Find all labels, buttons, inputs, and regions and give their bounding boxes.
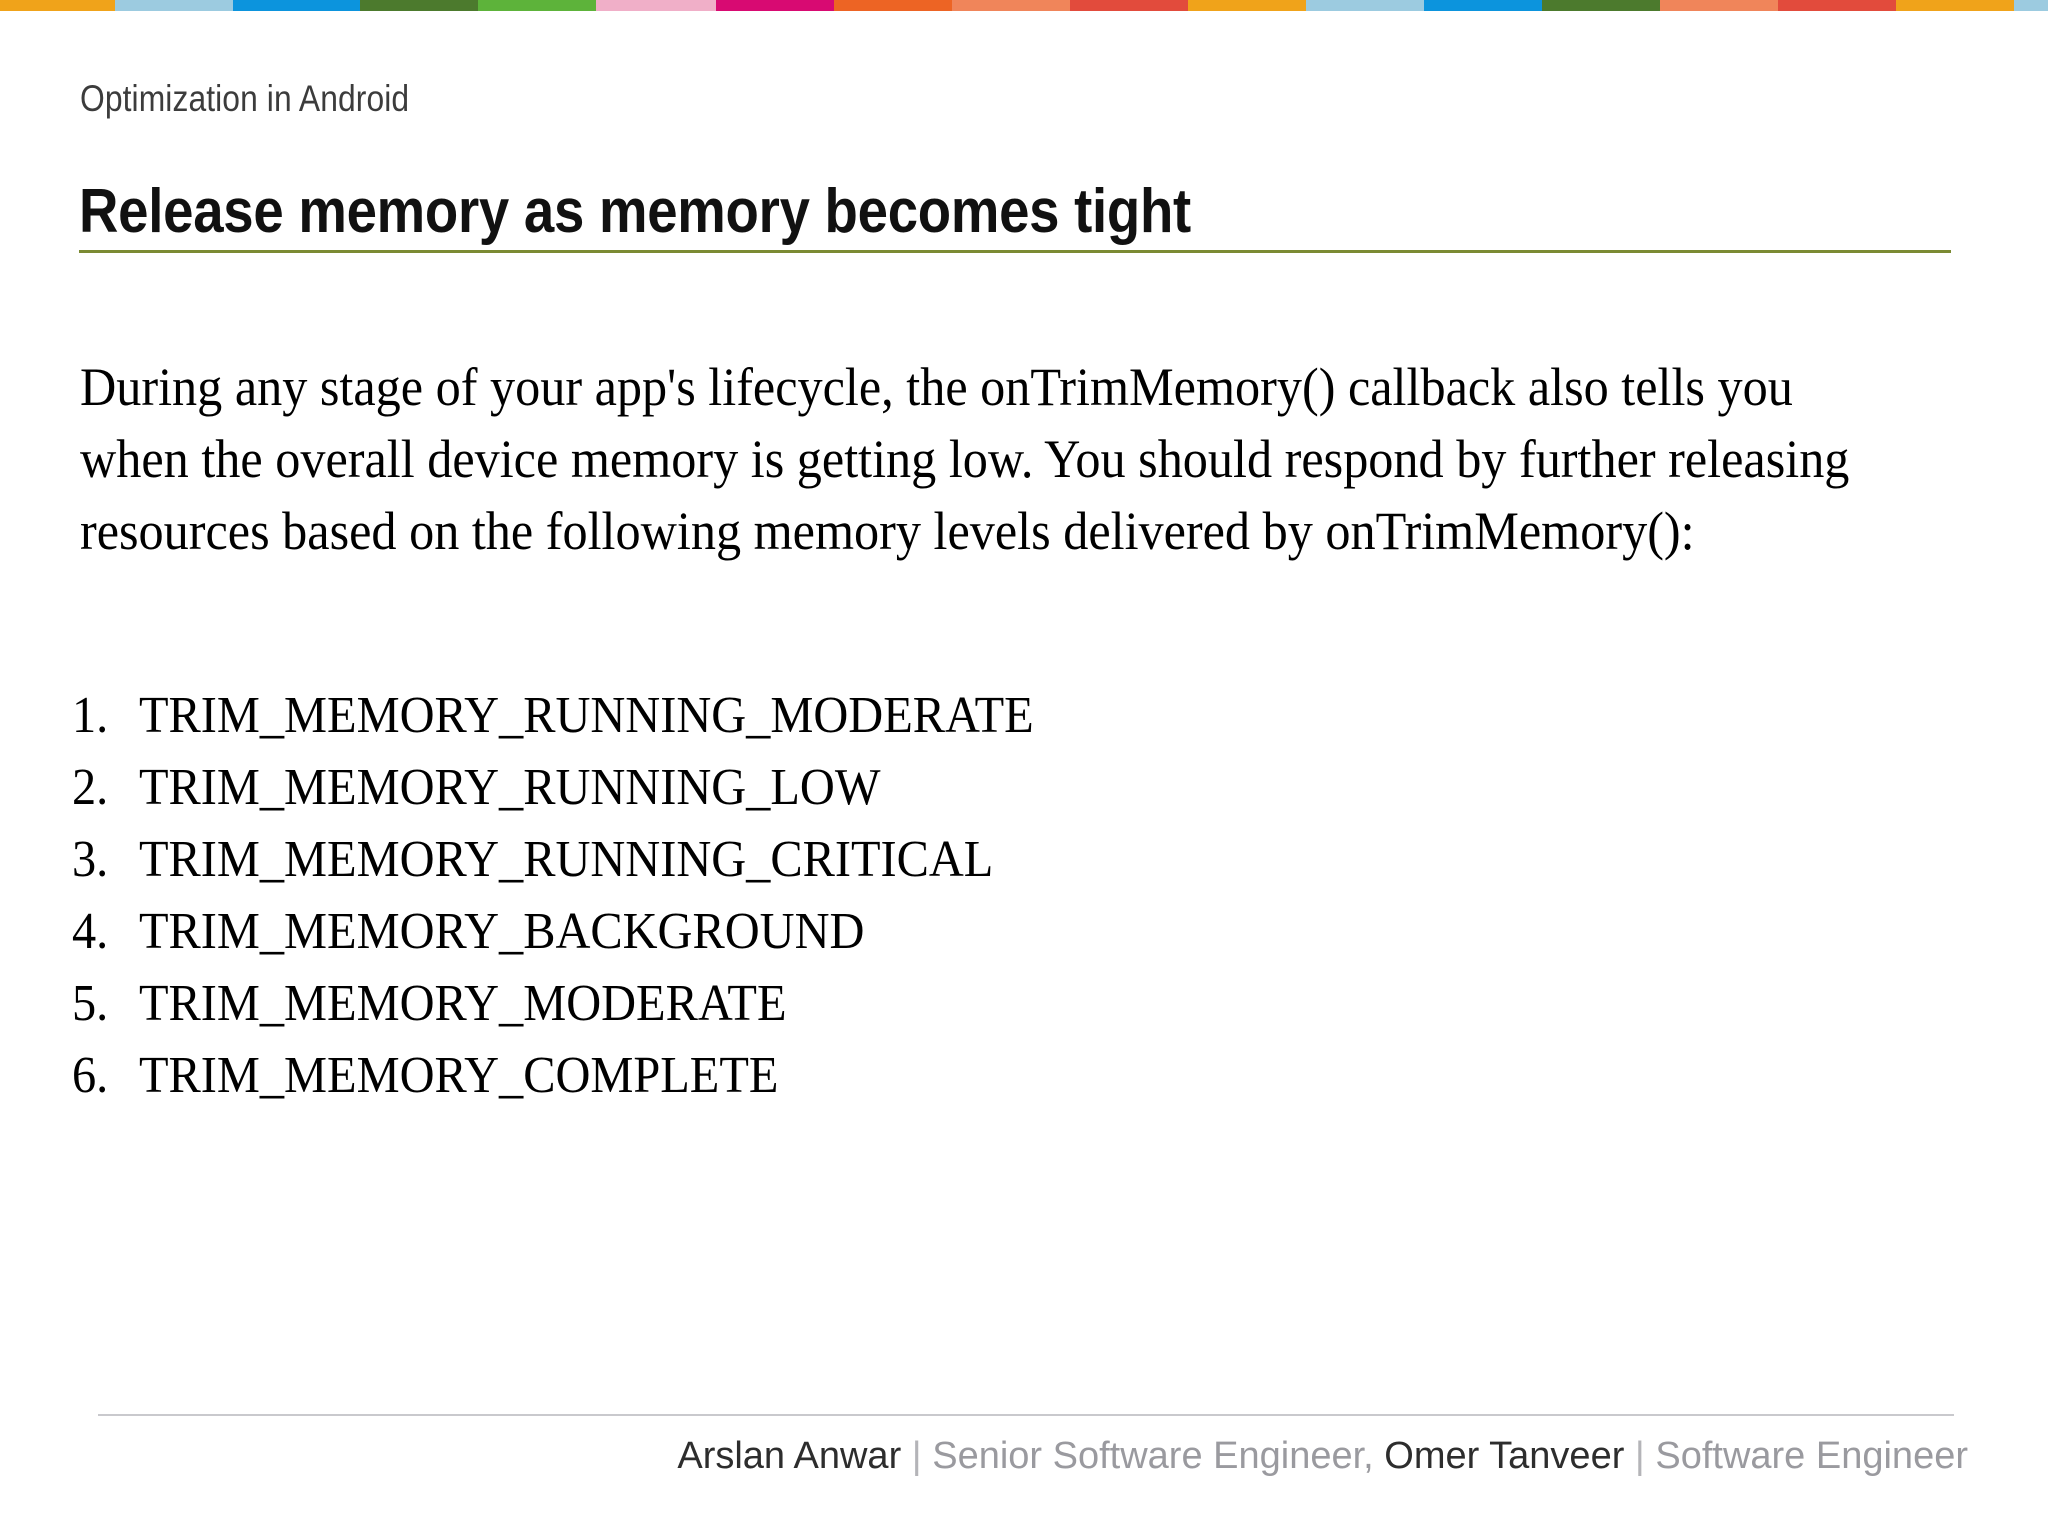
list-item-constant: TRIM_MEMORY_RUNNING_CRITICAL (138, 831, 994, 888)
page-title: Release memory as memory becomes tight (79, 176, 1191, 246)
list-item-number: 5. (72, 975, 109, 1032)
color-bar-segment-7 (716, 0, 834, 11)
list-item-constant: TRIM_MEMORY_MODERATE (138, 975, 787, 1032)
list-item-constant: TRIM_MEMORY_BACKGROUND (138, 903, 865, 960)
list-item-number: 2. (72, 759, 109, 816)
footer-separator-two: | (1634, 1435, 1645, 1477)
list-item-constant: TRIM_MEMORY_RUNNING_LOW (138, 759, 881, 816)
color-bar-segment-16 (1778, 0, 1896, 11)
list-item: 3. TRIM_MEMORY_RUNNING_CRITICAL (72, 824, 1034, 896)
list-item: 6. TRIM_MEMORY_COMPLETE (72, 1040, 1034, 1112)
color-bar-segment-11 (1188, 0, 1306, 11)
list-item: 5. TRIM_MEMORY_MODERATE (72, 968, 1034, 1040)
color-bar-segment-10 (1070, 0, 1188, 11)
footer-author-one-role: Senior Software Engineer (932, 1435, 1364, 1477)
color-bar-segment-14 (1542, 0, 1660, 11)
color-bar-segment-8 (834, 0, 952, 11)
color-bar-segment-13 (1424, 0, 1542, 11)
slide-eyebrow-label: Optimization in Android (80, 78, 410, 119)
list-item-number: 6. (72, 1047, 109, 1104)
color-bar-segment-9 (952, 0, 1070, 11)
decorative-color-bar (0, 0, 2048, 11)
list-item-number: 1. (72, 687, 109, 744)
list-item-constant: TRIM_MEMORY_RUNNING_MODERATE (138, 687, 1034, 744)
list-item-constant: TRIM_MEMORY_COMPLETE (138, 1047, 779, 1104)
color-bar-segment-2 (115, 0, 233, 11)
color-bar-segment-17 (1896, 0, 2014, 11)
list-item: 2. TRIM_MEMORY_RUNNING_LOW (72, 752, 1034, 824)
title-divider (79, 250, 1951, 253)
color-bar-segment-6 (596, 0, 716, 11)
color-bar-segment-3 (233, 0, 360, 11)
footer-divider (98, 1414, 1954, 1416)
footer-credits: Arslan Anwar | Senior Software Engineer,… (0, 1432, 1968, 1480)
list-item-number: 4. (72, 903, 109, 960)
footer-author-two-name: Omer Tanveer (1384, 1435, 1625, 1477)
footer-author-two-role: Software Engineer (1655, 1435, 1968, 1477)
color-bar-segment-1 (0, 0, 115, 11)
color-bar-segment-12 (1306, 0, 1424, 11)
memory-levels-list: 1. TRIM_MEMORY_RUNNING_MODERATE 2. TRIM_MEM… (72, 680, 1034, 1112)
footer-author-one-name: Arslan Anwar (677, 1435, 902, 1477)
color-bar-segment-18 (2014, 0, 2048, 11)
list-item: 1. TRIM_MEMORY_RUNNING_MODERATE (72, 680, 1034, 752)
list-item: 4. TRIM_MEMORY_BACKGROUND (72, 896, 1034, 968)
footer-role-comma: , (1363, 1435, 1374, 1477)
body-paragraph: During any stage of your app's lifecycle… (80, 357, 1850, 561)
list-item-number: 3. (72, 831, 109, 888)
color-bar-segment-5 (478, 0, 596, 11)
color-bar-segment-15 (1660, 0, 1778, 11)
color-bar-segment-4 (360, 0, 478, 11)
footer-separator-one: | (911, 1435, 922, 1477)
